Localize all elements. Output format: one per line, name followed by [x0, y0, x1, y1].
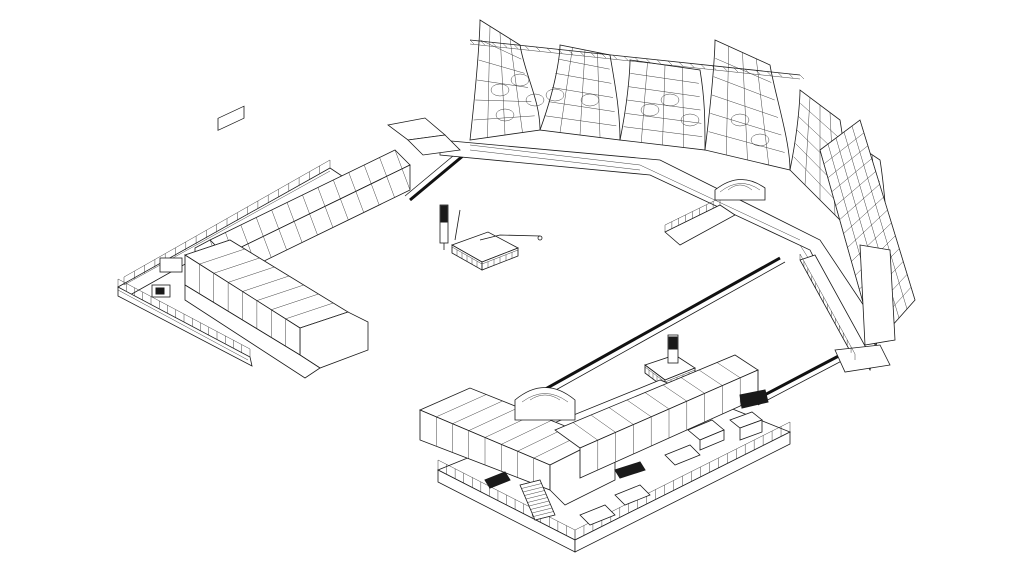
- south-tent-complex: [418, 354, 791, 553]
- stage-facade: [469, 19, 891, 292]
- main-stage-structure: [387, 19, 916, 373]
- center-tower: [439, 204, 543, 271]
- bridge-se: [754, 348, 854, 406]
- west-tent-complex: [117, 105, 411, 379]
- bridge-sw: [539, 256, 786, 397]
- stage-scaffold: [819, 119, 916, 346]
